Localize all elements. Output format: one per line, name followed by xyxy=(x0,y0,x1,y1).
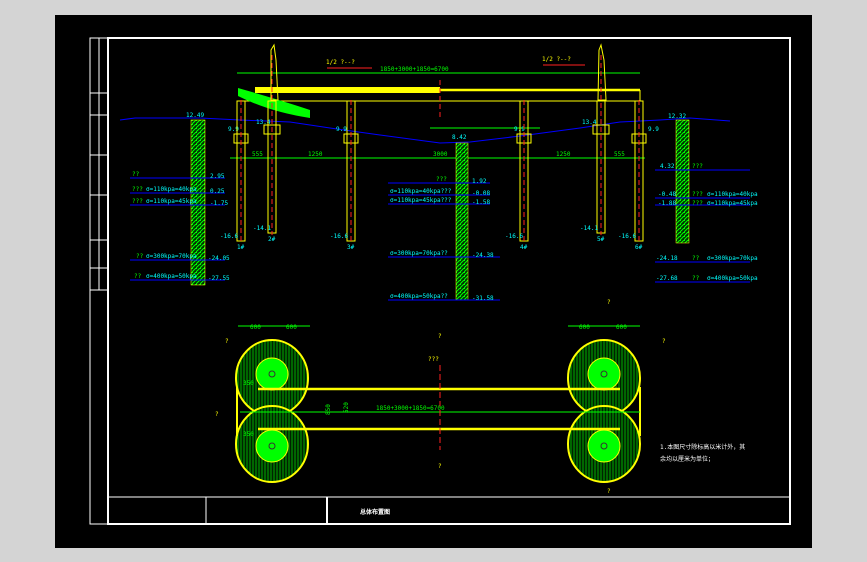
approach-slope xyxy=(238,88,310,118)
center-level-4: -24.38 xyxy=(472,252,494,259)
right-layer-3: ??? xyxy=(692,200,703,207)
plan-dim-tl-2: 600 xyxy=(286,324,297,331)
plan-dim-tl-1: 600 xyxy=(250,324,261,331)
center-desc-4: σ=300kpa=70kpa?? xyxy=(390,250,448,257)
pier-number-1: 1# xyxy=(237,244,245,251)
left-layer-3: ??? xyxy=(132,198,143,205)
right-desc-4: σ=300kpa=70kpa xyxy=(707,255,758,262)
pier-foundation-right xyxy=(567,339,641,483)
right-level-5: -27.68 xyxy=(656,275,678,282)
left-layer-2: ??? xyxy=(132,186,143,193)
center-level-2: -0.08 xyxy=(472,190,490,197)
span-5: 555 xyxy=(614,151,625,158)
pier-number-6: 6# xyxy=(635,244,643,251)
left-level-1: 2.95 xyxy=(210,173,225,180)
section-mark-5: ? xyxy=(662,338,666,345)
right-ground-level: 12.32 xyxy=(668,113,686,120)
elevation-title-left: 1/2 ?--? xyxy=(326,59,355,66)
left-desc-2: σ=110kpa=40kpa xyxy=(146,186,197,193)
right-layer-5: ?? xyxy=(692,275,700,282)
note-line-2: 余均以厘米为单位； xyxy=(660,455,714,463)
center-desc-3: σ=110kpa=45kpa??? xyxy=(390,197,452,204)
section-mark-7: ? xyxy=(607,488,611,495)
pile-bottom-6: -16.6 xyxy=(618,233,636,240)
pier-foundation-left xyxy=(235,339,309,483)
plan-dimension: 1850+3000+1850=6700 xyxy=(376,405,445,412)
water-level: 8.42 xyxy=(452,134,467,141)
section-mark-2: ? xyxy=(438,333,442,340)
elevation-view: 1850+3000+1850=6700 1/2 ?--? 1/2 ?--? 55… xyxy=(119,43,758,302)
right-layer-1: ??? xyxy=(692,163,703,170)
drawing-title: 总体布置图 xyxy=(360,508,390,516)
right-pier-top: 13.4 xyxy=(582,119,597,126)
center-level-1: 1.92 xyxy=(472,178,487,185)
center-borehole-column xyxy=(455,142,469,301)
cad-drawing-sheet: 总体布置图 1850+3000+1850=6700 1/2 ?--? 1/2 ?… xyxy=(55,15,812,548)
left-level-4: -24.05 xyxy=(208,255,230,262)
span-2: 1250 xyxy=(308,151,323,158)
plan-dim-tr-2: 600 xyxy=(616,324,627,331)
span-1: 555 xyxy=(252,151,263,158)
left-desc-4: σ=300kpa=70kpa xyxy=(146,253,197,260)
left-pier-top: 13.4 xyxy=(256,119,271,126)
right-desc-2: σ=110kpa=40kpa xyxy=(707,191,758,198)
right-desc-5: σ=400kpa=50kpa xyxy=(707,275,758,282)
pier-number-5: 5# xyxy=(597,236,605,243)
cap-level-6: 9.9 xyxy=(648,126,659,133)
right-level-2: -0.48 xyxy=(658,191,676,198)
ground-line xyxy=(119,117,731,144)
right-desc-3: σ=110kpa=45kpa xyxy=(707,200,758,207)
pier-number-4: 4# xyxy=(520,244,528,251)
left-level-3: -1.75 xyxy=(210,200,228,207)
section-mark-4: ? xyxy=(215,411,219,418)
drawing-frame xyxy=(89,37,791,525)
section-mark-1: ? xyxy=(225,338,229,345)
pile-bottom-1: -16.6 xyxy=(220,233,238,240)
deck-slab xyxy=(255,87,440,93)
cap-level-3: 9.9 xyxy=(336,126,347,133)
plan-view: 1850+3000+1850=6700 ??? 600 600 600 600 … xyxy=(215,299,745,495)
left-desc-5: σ=400kpa=50kpa xyxy=(146,273,197,280)
pile-bottom-5: -14.1 xyxy=(580,225,598,232)
section-mark-6: ? xyxy=(607,299,611,306)
plan-dim-tr-1: 600 xyxy=(579,324,590,331)
left-level-2: 0.25 xyxy=(210,188,225,195)
plan-dim-side-1: 350 xyxy=(243,380,254,387)
plan-dim-width: 850 xyxy=(325,404,332,415)
left-ground-level: 12.49 xyxy=(186,112,204,119)
left-level-5: -27.55 xyxy=(208,275,230,282)
drawing-canvas: 总体布置图 1850+3000+1850=6700 1/2 ?--? 1/2 ?… xyxy=(89,37,791,525)
left-layer-1: ?? xyxy=(132,171,140,178)
right-borehole-column xyxy=(675,119,690,244)
right-level-4: -24.18 xyxy=(656,255,678,262)
plan-label: ??? xyxy=(428,356,439,363)
right-layer-2: ??? xyxy=(692,191,703,198)
center-level-5: -31.58 xyxy=(472,295,494,302)
plan-dim-inner: 520 xyxy=(343,402,350,413)
pier-number-2: 2# xyxy=(268,236,276,243)
elevation-title-right: 1/2 ?--? xyxy=(542,56,571,63)
overall-dimension: 1850+3000+1850=6700 xyxy=(380,66,449,73)
section-mark-3: ? xyxy=(438,463,442,470)
cap-level-1: 9.9 xyxy=(228,126,239,133)
left-layer-5: ?? xyxy=(134,273,142,280)
note-line-1: 1.本图尺寸除标高以米计外，其 xyxy=(660,443,745,451)
span-3: 3000 xyxy=(433,151,448,158)
plan-dim-side-2: 350 xyxy=(243,431,254,438)
left-borehole-column xyxy=(190,119,206,286)
pile-bottom-2: -14.1 xyxy=(253,225,271,232)
center-desc-5: σ=400kpa=50kpa?? xyxy=(390,293,448,300)
span-4: 1250 xyxy=(556,151,571,158)
center-desc-1: ??? xyxy=(436,176,447,183)
right-level-1: 4.32 xyxy=(660,163,675,170)
pile-bottom-4: -16.6 xyxy=(505,233,523,240)
pile-bottom-3: -16.6 xyxy=(330,233,348,240)
center-desc-2: σ=110kpa=40kpa??? xyxy=(390,188,452,195)
right-layer-4: ?? xyxy=(692,255,700,262)
left-desc-3: σ=110kpa=45kpa xyxy=(146,198,197,205)
right-level-3: -1.88 xyxy=(658,200,676,207)
center-level-3: -1.58 xyxy=(472,199,490,206)
left-layer-4: ?? xyxy=(136,253,144,260)
pier-number-3: 3# xyxy=(347,244,355,251)
